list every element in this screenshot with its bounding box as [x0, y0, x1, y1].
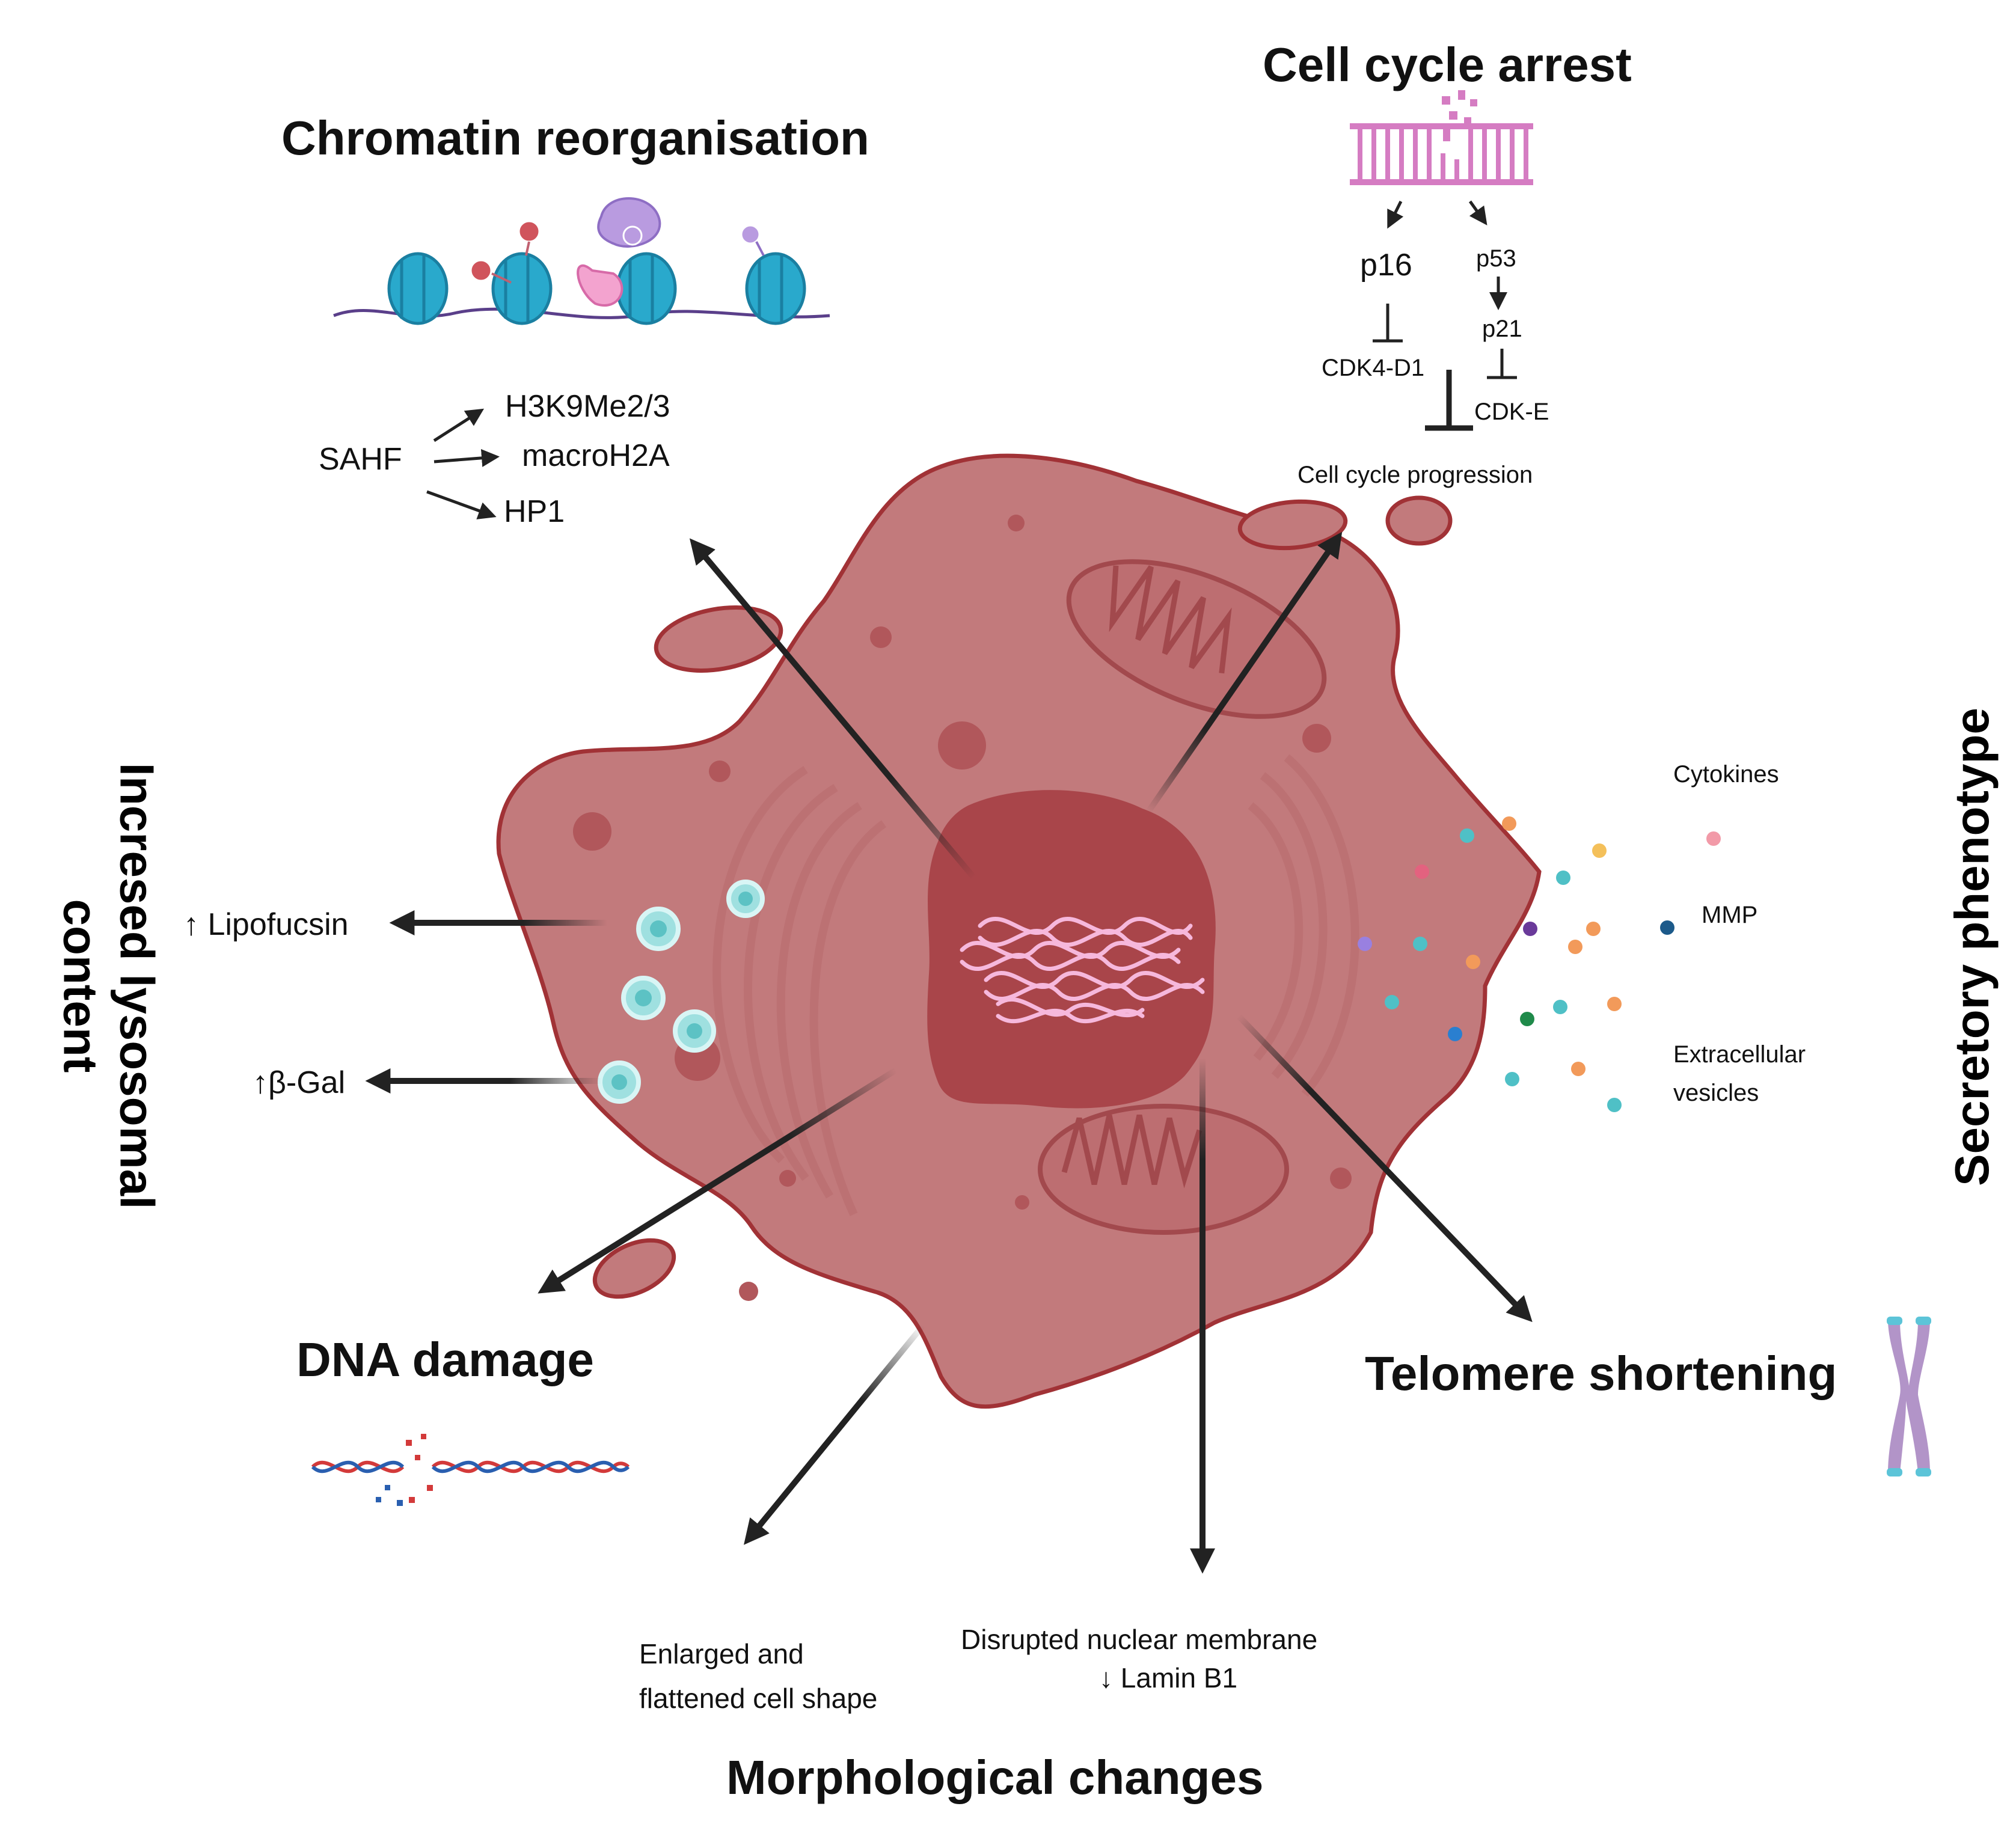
- inhibition-bars: [1373, 304, 1517, 431]
- enlarged-line2: flattened cell shape: [639, 1682, 878, 1714]
- cdk4-label: CDK4-D1: [1322, 355, 1425, 381]
- p53-label: p53: [1476, 245, 1516, 272]
- hp1-label: HP1: [504, 494, 565, 529]
- cell-cycle-dna-icon: [1350, 90, 1533, 185]
- mmp-label: MMP: [1702, 902, 1758, 928]
- membrane-bleb: [592, 1238, 676, 1299]
- lysosome: [621, 976, 666, 1020]
- nucleosome-chain-icon: [333, 197, 830, 325]
- mitochondrion: [1066, 559, 1327, 719]
- macroh2a-label: macroH2A: [522, 438, 670, 473]
- pathway-arrows: [1387, 200, 1507, 310]
- ev-line1: Extracellular: [1673, 1041, 1806, 1068]
- mitochondrion: [1038, 1104, 1289, 1235]
- effect-arrows: [365, 531, 1533, 1574]
- ev-line2: vesicles: [1673, 1080, 1759, 1106]
- telomere-title: Telomere shortening: [1365, 1347, 1837, 1400]
- cell-cycle-progression-label: Cell cycle progression: [1298, 462, 1533, 488]
- sahf-label: SAHF: [319, 442, 402, 477]
- arrow-to-chromatin: [689, 538, 976, 880]
- lysosome: [598, 1060, 641, 1104]
- lysosome: [726, 880, 765, 918]
- endoplasmic-reticulum: [712, 754, 1359, 1216]
- membrane-bleb: [1385, 495, 1453, 546]
- h3k9-label: H3K9Me2/3: [505, 389, 670, 424]
- cytokine-legend-dot: [1706, 831, 1721, 846]
- cytokines-label: Cytokines: [1673, 761, 1779, 788]
- chromatin-title: Chromatin reorganisation: [281, 111, 869, 165]
- lysosomal-title: Incresed lysosomal content: [52, 763, 165, 1210]
- chromosome-icon: [1887, 1317, 1931, 1476]
- bgal-label: ↑β-Gal: [253, 1065, 346, 1100]
- disrupted-line1: Disrupted nuclear membrane: [961, 1624, 1318, 1655]
- lysosomes: [598, 880, 765, 1104]
- lysosomal-title-line1: Incresed lysosomal: [110, 762, 164, 1210]
- secreted-factors: [1358, 816, 1721, 1112]
- arrow-to-dna-damage: [538, 1067, 898, 1294]
- disrupted-line2: ↓ Lamin B1: [1099, 1662, 1238, 1694]
- lysosome: [673, 1009, 716, 1053]
- mmp-legend-dot: [1660, 920, 1674, 935]
- disrupted-membrane-label: Disrupted nuclear membrane ↓ Lamin B1: [961, 1620, 1317, 1698]
- arrow-to-telomere: [1236, 1014, 1533, 1323]
- p16-label: p16: [1360, 248, 1412, 283]
- secretory-title: Secretory phenotype: [1944, 708, 1999, 1186]
- broken-dna-icon: [311, 1434, 630, 1506]
- cdke-label: CDK-E: [1474, 399, 1549, 425]
- arrow-to-cell-shape: [744, 1323, 925, 1545]
- enlarged-line1: Enlarged and: [639, 1638, 804, 1669]
- arrow-to-cell-cycle: [1145, 531, 1343, 813]
- lysosomal-title-line2: content: [54, 899, 107, 1073]
- enlarged-shape-label: Enlarged and flattened cell shape: [639, 1632, 877, 1721]
- membrane-bleb: [654, 605, 783, 673]
- lysosome: [636, 907, 681, 951]
- cell-cycle-title: Cell cycle arrest: [1263, 38, 1632, 91]
- chromatin-fibers: [960, 916, 1205, 1024]
- sahf-arrows: [426, 408, 500, 519]
- p21-label: p21: [1482, 316, 1522, 342]
- dna-damage-title: DNA damage: [296, 1333, 594, 1386]
- senescent-cell: [496, 453, 1542, 1409]
- morphological-title: Morphological changes: [726, 1751, 1264, 1804]
- lipofuscin-label: ↑ Lipofucsin: [183, 907, 349, 942]
- extracellular-vesicles-label: Extracellular vesicles: [1673, 1035, 1806, 1112]
